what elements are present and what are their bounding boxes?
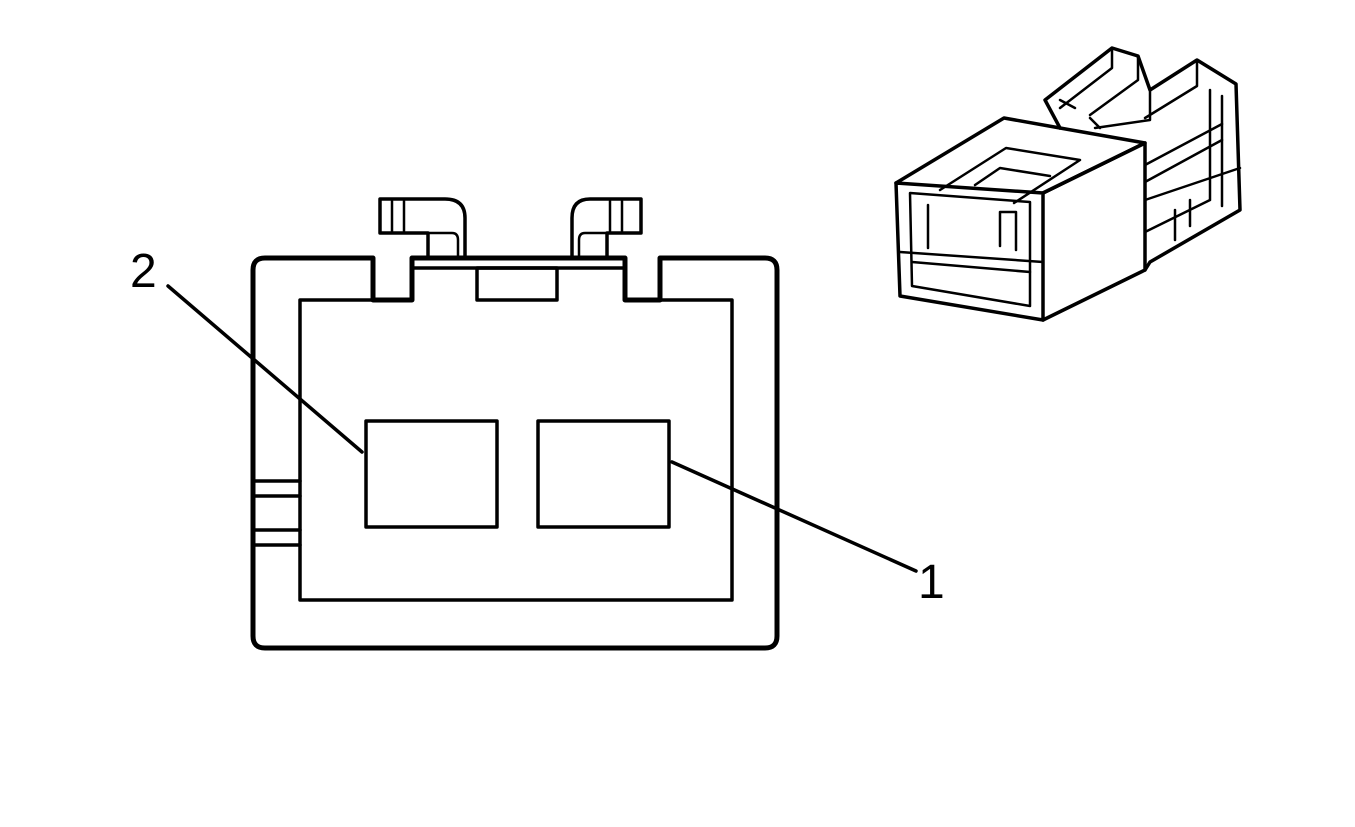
connector-isometric-view bbox=[894, 46, 1242, 322]
iso-side-rails bbox=[1058, 98, 1224, 184]
terminal-cavity-1 bbox=[536, 419, 671, 529]
iso-right-face bbox=[1041, 141, 1147, 322]
iso-divider bbox=[898, 203, 1045, 274]
iso-front-opening bbox=[908, 191, 1032, 308]
callout-1: 1 bbox=[670, 460, 945, 609]
latch-hook-right-detail bbox=[577, 199, 624, 260]
connector-face-view bbox=[250, 197, 780, 651]
latch-window bbox=[475, 266, 559, 302]
iso-top-face bbox=[894, 116, 1147, 195]
iso-top-slot bbox=[938, 146, 1082, 205]
housing-inner bbox=[298, 298, 734, 602]
housing-outer bbox=[250, 255, 780, 651]
latch-hook-left-detail bbox=[390, 199, 460, 260]
callout-label-1: 1 bbox=[918, 556, 945, 609]
side-key bbox=[251, 479, 302, 547]
iso-rear-detail bbox=[1058, 46, 1242, 242]
iso-front-face bbox=[894, 181, 1045, 322]
terminal-cavity-2 bbox=[364, 419, 499, 529]
latch-hook-right bbox=[570, 197, 643, 260]
iso-rear-body bbox=[1043, 46, 1242, 272]
leader-line-2 bbox=[166, 284, 364, 454]
leader-line-1 bbox=[670, 460, 918, 573]
callout-label-2: 2 bbox=[130, 245, 157, 298]
latch-hook-left bbox=[378, 197, 467, 260]
callout-2: 2 bbox=[130, 245, 364, 454]
